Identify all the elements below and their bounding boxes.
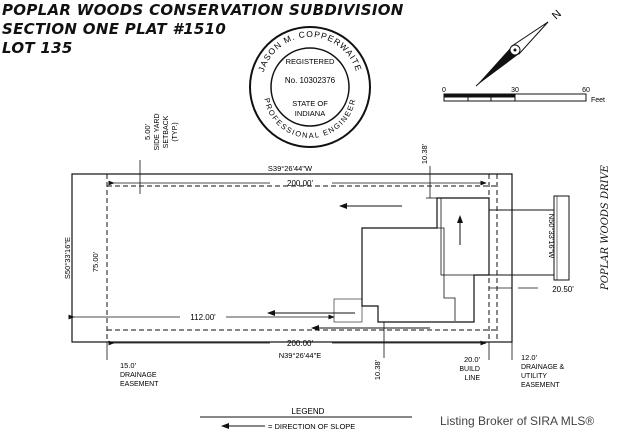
plat-title-line-3: LOT 135 — [2, 39, 73, 57]
drainage-line-3: EASEMENT — [120, 381, 159, 388]
build-line-2: BUILD — [459, 366, 480, 373]
right-bearing: N50°33'16"W — [547, 214, 556, 260]
scale-tick-30: 30 — [511, 87, 519, 94]
seal-registered: REGISTERED — [286, 57, 335, 66]
build-line-3: LINE — [464, 375, 480, 382]
bottom-length: 200.00' — [287, 339, 313, 348]
utility-easement-label: 12.0' DRAINAGE & UTILITY EASEMENT — [521, 353, 565, 389]
seal-name-text: JASON M. COPPERWAITE — [256, 29, 364, 73]
setback-line-1: SIDE YARD — [154, 113, 161, 150]
utility-line-3: UTILITY — [521, 373, 547, 380]
listing-watermark: Listing Broker of SIRA MLS® — [440, 414, 595, 428]
scale-unit: Feet — [591, 97, 605, 104]
lot-boundary — [71, 173, 513, 343]
top-offset: 10.38' — [420, 143, 429, 164]
seal-state-line-2: INDIANA — [295, 109, 325, 118]
setback-distance: 5.00' — [143, 123, 152, 140]
drainage-easement-label: 15.0' DRAINAGE EASEMENT — [120, 361, 159, 388]
top-length: 200.00' — [287, 179, 313, 188]
setback-line-3: (TYP.) — [172, 122, 179, 141]
left-bearing: S50°33'16"E — [63, 237, 72, 279]
legend-title: LEGEND — [292, 407, 325, 416]
scale-tick-60: 60 — [582, 87, 590, 94]
seal-state-line-1: STATE OF — [292, 99, 328, 108]
legend-item: = DIRECTION OF SLOPE — [268, 422, 355, 431]
plat-title-line-1: POPLAR WOODS CONSERVATION SUBDIVISION — [2, 1, 404, 19]
build-line-label: 20.0' BUILD LINE — [459, 355, 480, 382]
north-label: N — [550, 8, 564, 22]
scale-tick-0: 0 — [442, 87, 446, 94]
build-line-1: 20.0' — [464, 355, 481, 364]
bottom-offset: 10.38' — [373, 359, 382, 380]
side-yard-setback-label: 5.00' SIDE YARD SETBACK (TYP.) — [143, 113, 179, 150]
top-bearing: S39°26'44"W — [268, 164, 313, 173]
legend: LEGEND = DIRECTION OF SLOPE — [200, 407, 412, 431]
north-arrow-icon: N — [475, 8, 564, 87]
bottom-bearing: N39°26'44"E — [279, 351, 322, 360]
utility-line-4: EASEMENT — [521, 382, 560, 389]
house-distance: 112.00' — [190, 313, 216, 322]
left-length: 75.00' — [91, 251, 100, 272]
engineer-seal: JASON M. COPPERWAITE PROFESSIONAL ENGINE… — [249, 26, 371, 148]
drainage-line-2: DRAINAGE — [120, 372, 157, 379]
front-setback: 20.50' — [552, 285, 574, 294]
house-footprint — [333, 197, 490, 323]
driveway — [489, 195, 570, 281]
seal-number: No. 10302376 — [285, 76, 336, 85]
setback-line-2: SETBACK — [163, 115, 170, 148]
drainage-line-1: 15.0' — [120, 361, 137, 370]
plat-title-line-2: SECTION ONE PLAT #1510 — [2, 20, 227, 38]
road-label: POPLAR WOODS DRIVE — [600, 165, 611, 290]
utility-line-1: 12.0' — [521, 353, 538, 362]
utility-line-2: DRAINAGE & — [521, 364, 565, 371]
scale-bar: 0 30 60 Feet — [442, 87, 605, 104]
